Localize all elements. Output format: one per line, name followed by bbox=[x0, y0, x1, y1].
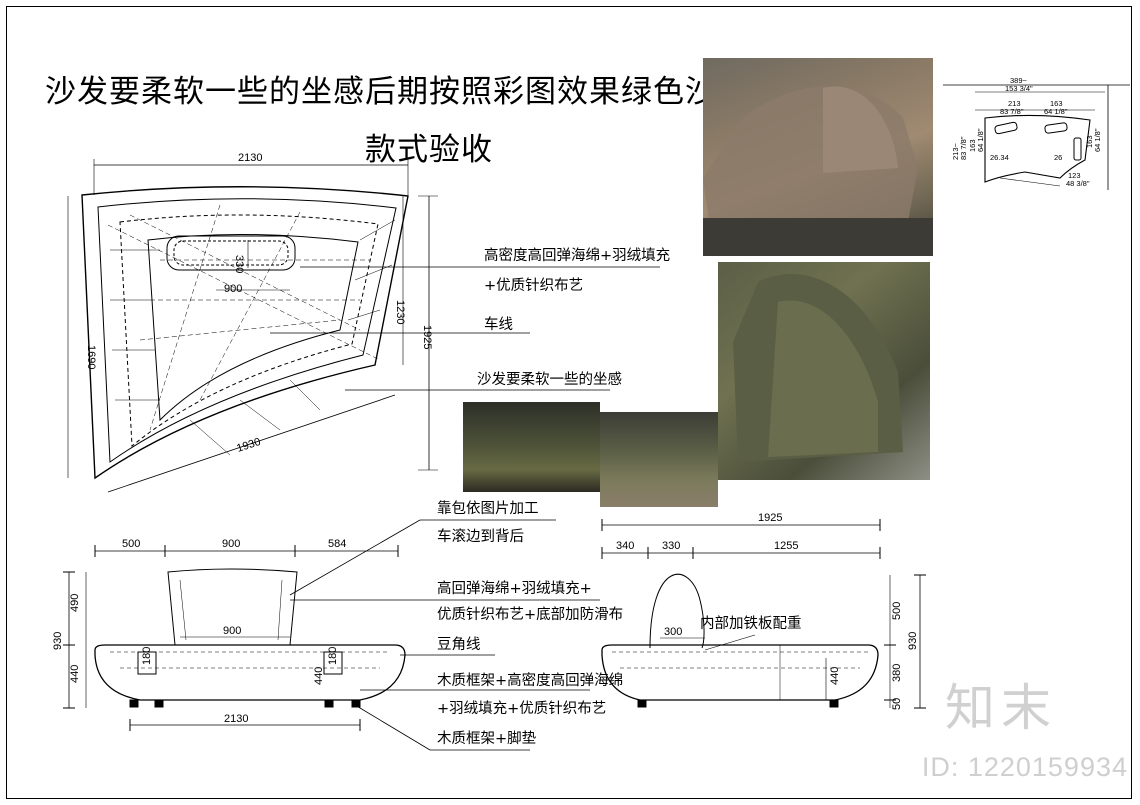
dim-front-h2: 440 bbox=[69, 665, 81, 683]
small-dim-bottom: 123 bbox=[1068, 171, 1081, 180]
note-cushion-2: 车滚边到背后 bbox=[437, 529, 524, 545]
note-stitch: 车线 bbox=[484, 317, 513, 333]
small-dim-angle2: 26 bbox=[1054, 153, 1062, 162]
small-dim-l2: 83 7/8" bbox=[959, 136, 968, 160]
note-frame-3: 木质框架+脚垫 bbox=[437, 731, 537, 747]
photo-sofa-top bbox=[703, 58, 933, 256]
dim-side-a: 340 bbox=[616, 540, 634, 552]
small-dim-angle1: 26.34 bbox=[990, 153, 1009, 162]
dim-front-c: 584 bbox=[328, 538, 346, 550]
dim-plan-cushion-w: 900 bbox=[224, 283, 242, 295]
note-fabric-2: 优质针织布艺+底部加防滑布 bbox=[437, 607, 624, 623]
small-dim-l3: 163 bbox=[968, 139, 977, 152]
title-right-line1: 后期按照彩图效果绿色沙发 bbox=[365, 74, 749, 110]
dim-front-h1: 490 bbox=[69, 594, 81, 612]
dim-front-arm2: 180 bbox=[327, 647, 339, 665]
note-soft-seat: 沙发要柔软一些的坐感 bbox=[477, 372, 622, 388]
small-dim-top: 389~ bbox=[1010, 76, 1028, 85]
small-dim-bottom2: 48 3/8" bbox=[1066, 179, 1090, 188]
note-foam-feather: 高密度高回弹海绵+羽绒填充 bbox=[484, 248, 671, 264]
note-frame-1: 木质框架+高密度高回弹海绵 bbox=[437, 673, 624, 689]
note-inner-weight: 内部加铁板配重 bbox=[700, 616, 802, 632]
note-foam-2: 高回弹海绵+羽绒填充+ bbox=[437, 581, 592, 597]
dim-front-arm3: 440 bbox=[313, 667, 325, 685]
plan-view bbox=[67, 159, 660, 493]
dim-side-total-h: 930 bbox=[907, 632, 919, 650]
drawing-frame bbox=[6, 6, 1132, 799]
small-dim-l4: 64 1/8" bbox=[976, 128, 985, 152]
small-dim-a: 213 bbox=[1008, 99, 1021, 108]
dim-plan-bottom: 1930 bbox=[235, 436, 262, 455]
small-dim-top2: 153 3/4" bbox=[1005, 84, 1033, 93]
note-bean-line: 豆角线 bbox=[437, 637, 481, 653]
dim-plan-left: 1690 bbox=[85, 345, 97, 369]
watermark-id: ID: 1220159934 bbox=[921, 752, 1128, 782]
small-dim-r1: 163 bbox=[1085, 135, 1094, 148]
title-left: 沙发要柔软一些的坐感 bbox=[45, 74, 365, 110]
title-right-line2: 款式验收 bbox=[365, 132, 493, 168]
photo-sofa-green-2 bbox=[600, 412, 718, 507]
dim-side-h2: 440 bbox=[829, 667, 841, 685]
dim-side-h4: 50 bbox=[891, 698, 903, 710]
photo-sofa-green-1 bbox=[463, 402, 600, 492]
note-fabric: +优质针织布艺 bbox=[484, 278, 584, 294]
dim-side-h3: 380 bbox=[891, 664, 903, 682]
photo-cushion-large bbox=[718, 262, 930, 480]
dim-plan-cushion-h: 330 bbox=[233, 255, 245, 273]
watermark-logo: 知末 bbox=[945, 679, 1057, 737]
note-cushion-1: 靠包依图片加工 bbox=[437, 501, 539, 517]
dim-side-inner: 300 bbox=[664, 626, 682, 638]
dim-plan-top: 2130 bbox=[238, 152, 262, 164]
small-dim-a2: 83 7/8" bbox=[1000, 107, 1024, 116]
dim-plan-right: 1230 bbox=[394, 300, 406, 324]
side-elevation bbox=[601, 519, 926, 709]
dim-front-inner: 900 bbox=[223, 625, 241, 637]
small-dim-b2: 64 1/8" bbox=[1044, 107, 1068, 116]
small-dim-l1: 213~ bbox=[951, 142, 960, 160]
small-plan bbox=[943, 84, 1130, 190]
note-frame-2: +羽绒填充+优质针织布艺 bbox=[437, 701, 607, 717]
dim-plan-side: 1925 bbox=[421, 325, 433, 349]
dim-front-arm1: 180 bbox=[141, 647, 153, 665]
front-elevation bbox=[63, 519, 600, 751]
dim-side-c: 1255 bbox=[774, 540, 798, 552]
dim-side-total: 1925 bbox=[758, 512, 782, 524]
dim-side-b: 330 bbox=[662, 540, 680, 552]
dim-front-total: 2130 bbox=[224, 713, 248, 725]
dim-front-total-h: 930 bbox=[52, 632, 64, 650]
dim-front-a: 500 bbox=[122, 538, 140, 550]
small-dim-r2: 64 1/8" bbox=[1093, 128, 1102, 152]
dim-front-b: 900 bbox=[222, 538, 240, 550]
dim-side-h1: 500 bbox=[891, 602, 903, 620]
small-dim-b: 163 bbox=[1050, 99, 1063, 108]
